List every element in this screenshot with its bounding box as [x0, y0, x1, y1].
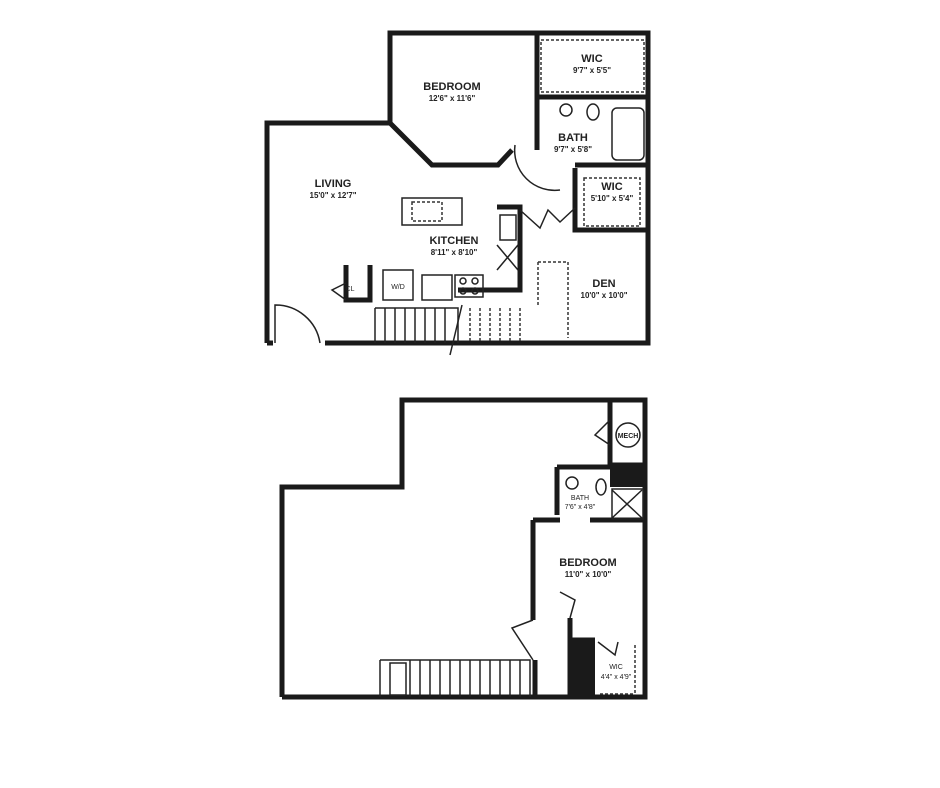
room-label: DEN — [592, 278, 615, 290]
kitchen-island — [401, 197, 463, 226]
upper-floor-plan: BEDROOM 12'6" x 11'6" WIC 9'7" x 5'5" BA… — [264, 30, 651, 356]
room-size: 15'0" x 12'7" — [310, 191, 357, 200]
shower — [611, 488, 644, 520]
room-label: WIC — [581, 53, 602, 65]
stove — [454, 274, 484, 298]
toilet — [586, 103, 600, 121]
room-label: WIC — [601, 181, 622, 193]
staircase — [379, 659, 531, 697]
sink — [559, 103, 573, 117]
toilet — [595, 478, 607, 496]
room-size: 12'6" x 11'6" — [429, 94, 476, 103]
room-label: KITCHEN — [430, 235, 479, 247]
room-label: BEDROOM — [423, 81, 480, 93]
closet-label: CL — [346, 286, 355, 293]
staircase — [374, 304, 521, 356]
lower-floor-plan: MECH BATH 7'6" x 4'8" BEDROOM 11'0" x 10… — [279, 397, 648, 700]
mech-label: MECH — [618, 433, 639, 440]
bathtub — [611, 107, 645, 161]
room-size: 9'7" x 5'8" — [554, 145, 592, 154]
room-label: BEDROOM — [559, 557, 616, 569]
room-size: 10'0" x 10'0" — [581, 291, 628, 300]
washer-dryer — [382, 269, 414, 301]
kitchen-sink — [499, 214, 517, 241]
room-size: 7'6" x 4'8" — [565, 504, 596, 511]
washer-dryer-label: W/D — [391, 284, 405, 291]
room-label: BATH — [571, 495, 589, 502]
room-size: 11'0" x 10'0" — [565, 570, 612, 579]
room-size: 5'10" x 5'4" — [591, 194, 634, 203]
room-size: 8'11" x 8'10" — [431, 248, 478, 257]
room-size: 9'7" x 5'5" — [573, 66, 611, 75]
room-label: WIC — [609, 664, 623, 671]
room-label: BATH — [558, 132, 588, 144]
mech-unit — [615, 422, 641, 448]
sink — [565, 476, 579, 490]
room-size: 4'4" x 4'9" — [601, 674, 632, 681]
room-label: LIVING — [315, 178, 352, 190]
